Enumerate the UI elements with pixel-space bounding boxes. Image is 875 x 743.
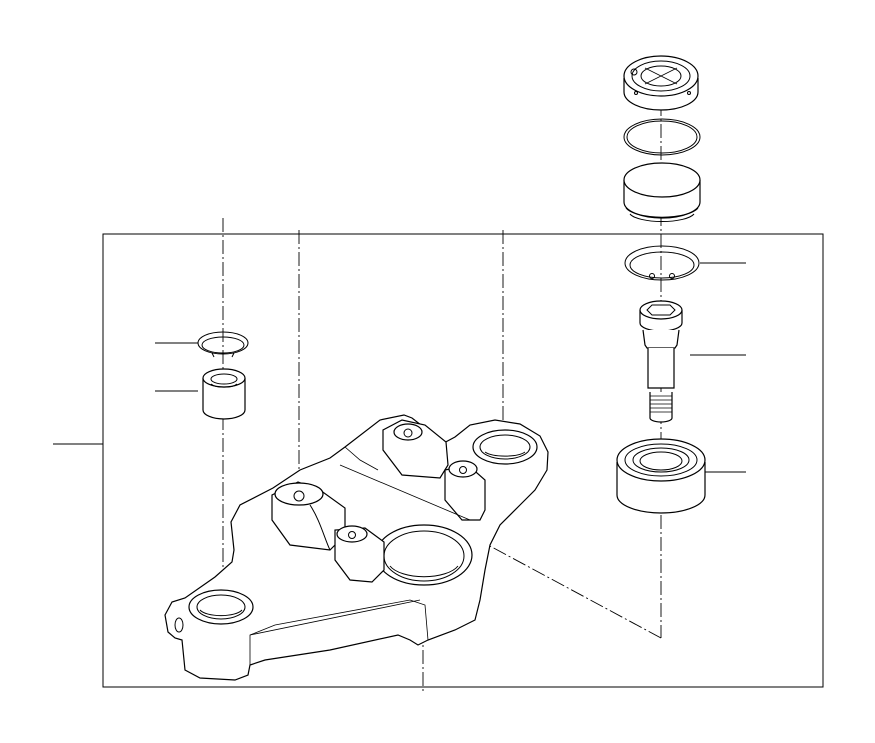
- o-ring-right: [623, 118, 701, 156]
- assembly-frame: [102, 233, 824, 688]
- cap-right: [623, 55, 699, 111]
- leader-lines: [53, 262, 746, 473]
- plug-right: [623, 162, 701, 223]
- fork-bridge: [164, 414, 549, 681]
- bearing-right: [616, 438, 706, 514]
- circlip-right: [624, 245, 700, 281]
- bushing-left: [202, 368, 246, 420]
- pin-right: [639, 300, 683, 423]
- circlip-left: [197, 331, 249, 358]
